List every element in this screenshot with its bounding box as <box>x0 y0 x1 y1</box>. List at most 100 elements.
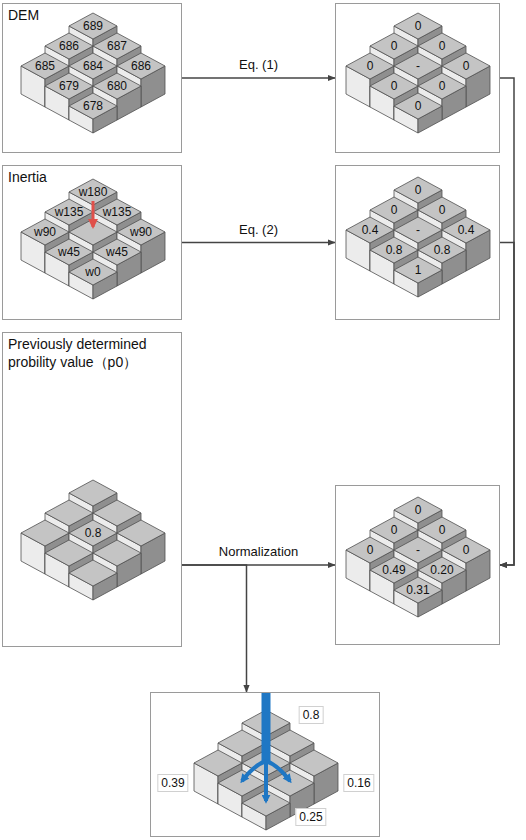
grid-panel: Previously determined probility value（p0… <box>2 332 182 647</box>
block-face <box>442 53 490 79</box>
equation-label: Eq. (2) <box>237 222 280 237</box>
block-face <box>370 73 418 99</box>
grid-panel: 0000-0000 <box>335 3 500 153</box>
cell-value: 0 <box>415 184 422 196</box>
cell-value: 0 <box>463 544 470 556</box>
block-grid <box>346 497 490 617</box>
grid-panel: DEM689686687685684686679680678 <box>2 3 182 153</box>
block-face <box>394 577 442 603</box>
block-face <box>418 73 466 99</box>
cell-value: 0.4 <box>362 224 379 236</box>
cell-value: 685 <box>35 60 55 72</box>
block-face <box>418 33 466 59</box>
probability-label: 0.8 <box>299 706 324 724</box>
equation-label: Eq. (1) <box>237 57 280 72</box>
block-face <box>93 239 141 265</box>
cell-value: w135 <box>55 206 84 218</box>
block-face <box>290 750 338 776</box>
probability-label: 0.39 <box>157 774 188 792</box>
equation-label: Normalization <box>217 544 300 559</box>
block-face <box>45 199 93 225</box>
cell-value: 0 <box>391 524 398 536</box>
grid-panel: 0000-00.490.200.31 <box>335 485 500 645</box>
cell-value: 0.8 <box>85 527 102 539</box>
block-grid <box>346 177 490 297</box>
flow-connector <box>182 565 247 692</box>
block-face <box>418 517 466 543</box>
block-face <box>93 33 141 59</box>
block-face <box>69 259 117 285</box>
block-face <box>117 53 165 79</box>
block-face <box>418 557 466 583</box>
cell-value: w180 <box>79 186 108 198</box>
cell-value: 0 <box>391 80 398 92</box>
block-face <box>45 33 93 59</box>
block-grid <box>346 13 490 133</box>
block-face <box>346 537 394 563</box>
flow-branch <box>242 761 266 781</box>
cell-value: 0.4 <box>458 224 475 236</box>
cell-value: 679 <box>59 80 79 92</box>
block-face <box>370 197 418 223</box>
block-grid <box>21 179 165 299</box>
panel-illustration <box>3 333 181 646</box>
flow-trunk <box>262 693 271 761</box>
panel-illustration <box>151 693 379 836</box>
block-face <box>45 73 93 99</box>
flow-branch <box>264 761 268 801</box>
probability-label: 0.16 <box>343 774 374 792</box>
cell-value: w0 <box>85 266 100 278</box>
block-face <box>266 730 314 756</box>
block-face <box>394 537 442 563</box>
block-face <box>442 537 490 563</box>
cell-value: 0 <box>439 40 446 52</box>
block-face <box>370 33 418 59</box>
block-face <box>93 540 141 566</box>
cell-value: 680 <box>107 80 127 92</box>
cell-value: - <box>416 544 420 556</box>
flow-connector <box>182 77 335 79</box>
block-face <box>394 93 442 119</box>
block-face <box>346 217 394 243</box>
cell-value: w45 <box>58 246 80 258</box>
block-face <box>69 93 117 119</box>
cell-value: 686 <box>131 60 151 72</box>
cell-value: 0 <box>415 504 422 516</box>
block-face <box>346 53 394 79</box>
cell-value: - <box>416 224 420 236</box>
cell-value: 0.8 <box>434 244 451 256</box>
block-face <box>93 500 141 526</box>
grid-panel: 0.80.390.160.25 <box>150 692 380 837</box>
cell-value: 1 <box>415 264 422 276</box>
cell-value: w135 <box>103 206 132 218</box>
block-face <box>266 770 314 796</box>
block-face <box>394 217 442 243</box>
cell-value: w90 <box>34 226 56 238</box>
block-face <box>394 177 442 203</box>
block-face <box>69 53 117 79</box>
block-face <box>117 520 165 546</box>
block-face <box>394 257 442 283</box>
cell-value: 0.8 <box>386 244 403 256</box>
block-face <box>218 730 266 756</box>
block-face <box>21 219 69 245</box>
block-face <box>117 219 165 245</box>
grid-panel: Inertiaw180w135w135w90w90w45w45w0 <box>2 165 182 320</box>
cell-value: - <box>416 60 420 72</box>
block-grid <box>21 13 165 133</box>
cell-value: 678 <box>83 100 103 112</box>
cell-value: w45 <box>106 246 128 258</box>
block-face <box>370 237 418 263</box>
cell-value: 0 <box>439 204 446 216</box>
block-face <box>370 557 418 583</box>
block-face <box>194 750 242 776</box>
block-face <box>69 560 117 586</box>
block-face <box>45 239 93 265</box>
flow-arrows <box>242 693 290 801</box>
cell-value: 0.20 <box>430 564 453 576</box>
panel-title: Previously determined probility value（p0… <box>3 333 181 374</box>
block-face <box>418 237 466 263</box>
flow-connector <box>182 242 335 244</box>
block-face <box>93 73 141 99</box>
